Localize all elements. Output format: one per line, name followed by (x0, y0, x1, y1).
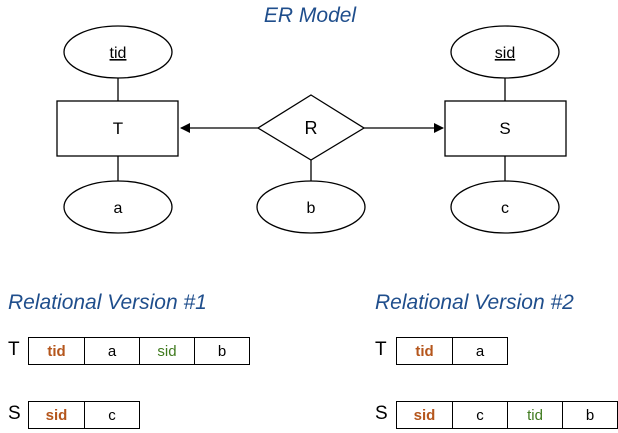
attribute-c (450, 180, 560, 234)
entity-t-label: T (113, 119, 123, 138)
entity-t (56, 100, 179, 157)
attribute-sid-label: sid (495, 45, 515, 62)
version2-table-s-name: S (375, 403, 388, 424)
entity-s-label: S (499, 119, 510, 138)
version1-table-t-cell: b (194, 338, 249, 364)
version2-table-t-cell: a (452, 338, 507, 364)
relationship-r (256, 94, 366, 161)
version2-table-s-cell: tid (507, 402, 562, 428)
version2-table-t-cell: tid (415, 342, 434, 360)
version1-table-s-cell: c (84, 402, 139, 428)
attribute-sid (450, 25, 560, 79)
relationship-r-label: R (305, 118, 318, 138)
attribute-a (63, 180, 173, 234)
attribute-b-label: b (307, 200, 316, 217)
attribute-a-label: a (114, 200, 123, 217)
er-model-title: ER Model (264, 4, 358, 27)
attribute-tid (63, 25, 173, 79)
version2-table-s-cell: b (562, 402, 617, 428)
attribute-tid-label: tid (110, 45, 127, 62)
version1-table-t-name: T (8, 339, 20, 360)
version1-table-t-cell: sid (139, 338, 194, 364)
version1-table-t-cell: a (84, 338, 139, 364)
version1-title: Relational Version #1 (8, 291, 207, 314)
version1-table-t-cell: tid (47, 342, 66, 360)
version2-table-t-name: T (375, 339, 387, 360)
version1-table-s-name: S (8, 403, 21, 424)
version1-table-t: tid a sid b (28, 337, 250, 365)
version2-table-s-cell: sid (413, 406, 436, 424)
version1-table-s-cell: sid (45, 406, 68, 424)
version2-table-s: sid c tid b (396, 401, 618, 429)
version2-table-s-cell: c (452, 402, 507, 428)
attribute-b (256, 180, 366, 234)
entity-s (444, 100, 567, 157)
version1-table-s: sid c (28, 401, 140, 429)
attribute-c-label: c (501, 200, 509, 217)
version2-title: Relational Version #2 (375, 291, 574, 314)
version2-table-t: tid a (396, 337, 508, 365)
